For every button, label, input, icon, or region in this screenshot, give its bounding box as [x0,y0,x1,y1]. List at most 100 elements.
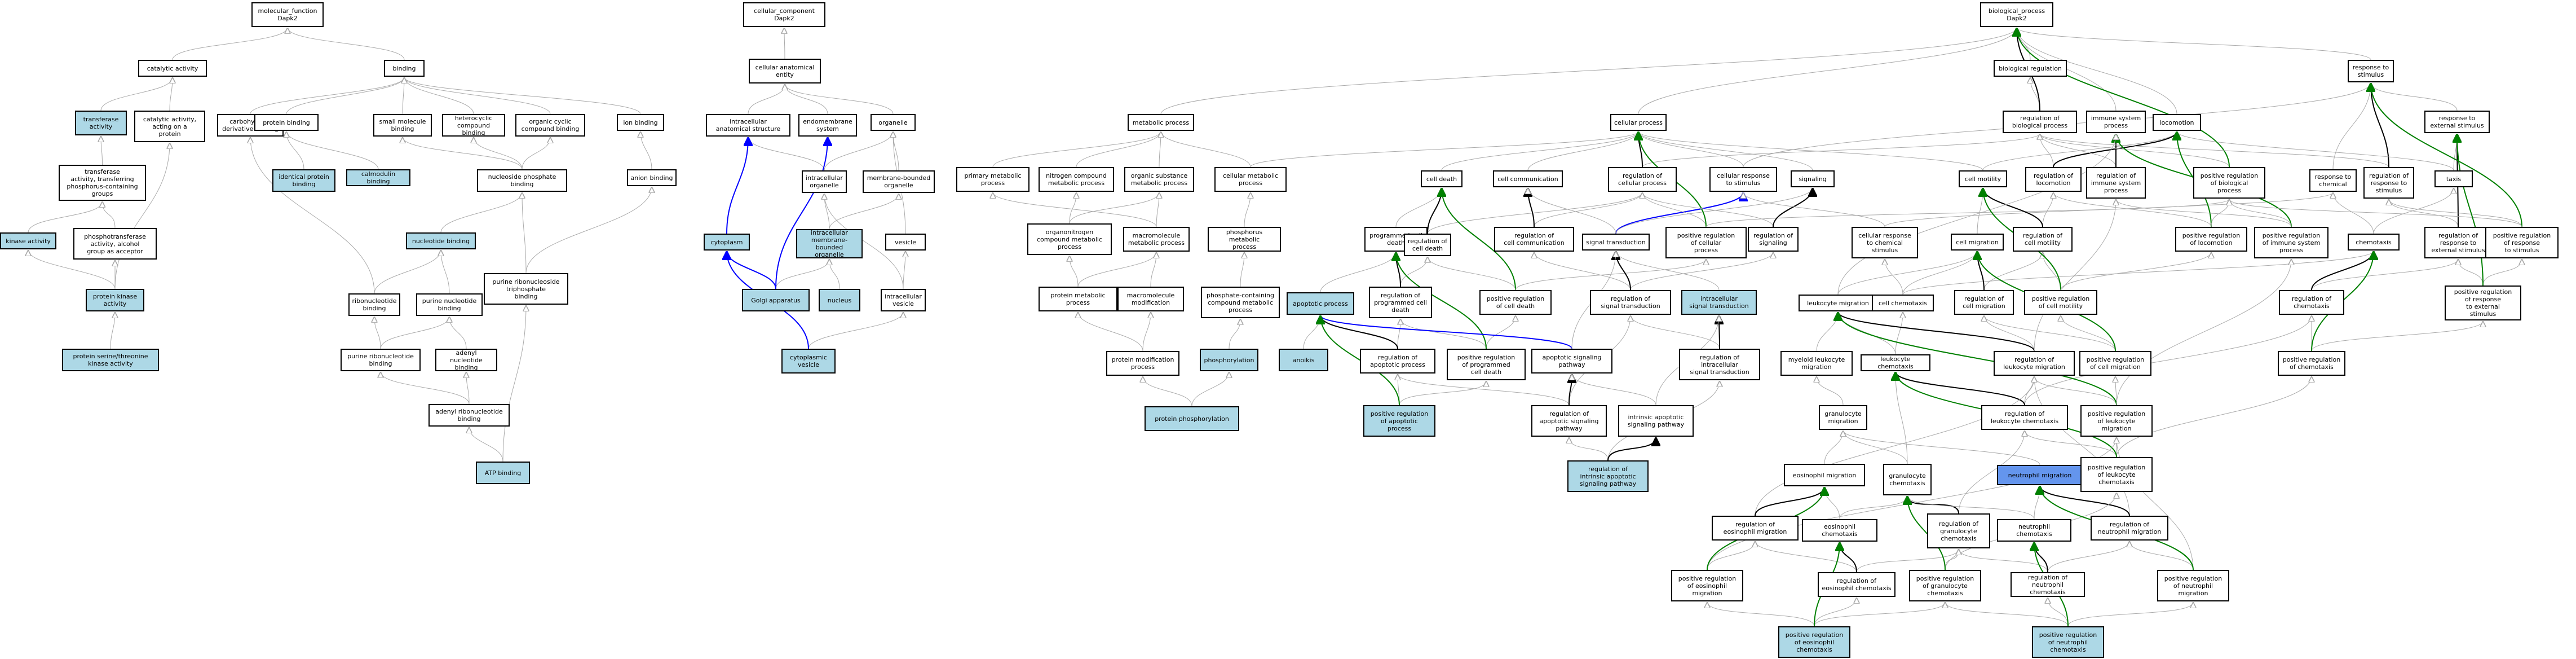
go-term-node-intrinsic[interactable]: intrinsic apoptotic signaling pathway [1618,405,1694,437]
go-term-node-chemotaxis[interactable]: chemotaxis [2348,234,2400,251]
go-term-node-neutmig[interactable]: neutrophil migration [1997,465,2083,485]
go-term-node-eosmig[interactable]: eosinophil migration [1784,464,1865,486]
go-term-node-posregeosmig[interactable]: positive regulation of eosinophil migrat… [1671,570,1743,601]
go-term-node-taxis[interactable]: taxis [2434,170,2473,187]
go-term-node-phosph[interactable]: phosphorylation [1200,349,1258,371]
go-term-node-regcomm[interactable]: regulation of cell communication [1494,227,1574,252]
go-term-node-myeloid[interactable]: myeloid leukocyte migration [1780,351,1853,376]
go-term-node-cellcomm[interactable]: cell communication [1493,170,1563,187]
go-term-node-ias[interactable]: intracellular anatomical structure [706,114,790,137]
go-term-node-phosphotrans[interactable]: phosphotransferase activity, alcohol gro… [73,228,157,260]
go-term-node-posregrespext[interactable]: positive regulation of response to exter… [2445,285,2521,320]
go-term-node-regleukchemo[interactable]: regulation of leukocyte chemotaxis [1981,405,2068,430]
go-term-node-granmig[interactable]: granulocyte migration [1819,405,1867,430]
go-term-node-posregeoschemo[interactable]: positive regulation of eosinophil chemot… [1778,626,1850,658]
go-term-node-reggranchemo[interactable]: regulation of granulocyte chemotaxis [1927,513,1990,548]
go-term-node-regleukmig[interactable]: regulation of leukocyte migration [1994,351,2075,376]
go-term-node-protmod[interactable]: protein modification process [1106,351,1179,376]
go-term-node-apopsig[interactable]: apoptotic signaling pathway [1531,349,1612,374]
go-term-node-posregpcd[interactable]: positive regulation of programmed cell d… [1447,349,1526,380]
go-term-node-reglocom[interactable]: regulation of locomotion [2025,167,2082,192]
go-term-node-posregcd[interactable]: positive regulation of cell death [1479,290,1552,315]
go-term-node-regpcd[interactable]: regulation of programmed cell death [1369,287,1432,318]
go-term-node-posregimm[interactable]: positive regulation of immune system pro… [2254,227,2328,258]
go-term-node-celldeath[interactable]: cell death [1421,170,1462,187]
go-term-node-nucphos[interactable]: nucleoside phosphate binding [477,169,567,192]
go-term-node-regneutmig[interactable]: regulation of neutrophil migration [2091,516,2168,541]
go-term-node-nucleus[interactable]: nucleus [819,289,860,311]
go-term-node-atp[interactable]: ATP binding [476,462,530,484]
go-term-node-nucbind[interactable]: nucleotide binding [406,232,476,249]
go-term-node-intrasig[interactable]: intracellular signal transduction [1681,290,1757,315]
go-term-node-intraves[interactable]: intracellular vesicle [881,289,926,311]
go-term-node-immsys[interactable]: immune system process [2086,111,2146,133]
go-term-node-regcd[interactable]: regulation of cell death [1404,234,1451,256]
go-term-node-primmet[interactable]: primary metabolic process [956,167,1029,192]
go-term-node-purnuc[interactable]: purine nucleotide binding [416,293,483,316]
go-term-node-phosmet[interactable]: phosphorus metabolic process [1208,227,1281,252]
go-term-node-intraorg[interactable]: intracellular organelle [802,170,847,193]
go-term-node-posregcellmig[interactable]: positive regulation of cell migration [2079,351,2151,376]
go-term-node-posreggranchemo[interactable]: positive regulation of granulocyte chemo… [1909,570,1981,601]
go-term-node-posregcell[interactable]: positive regulation of cellular process [1665,227,1747,258]
go-term-node-posregapop[interactable]: positive regulation of apoptotic process [1363,405,1435,437]
go-term-node-regcellmig[interactable]: regulation of cell migration [1954,290,2014,315]
go-term-node-protphos[interactable]: protein phosphorylation [1145,406,1239,431]
go-term-node-endomem[interactable]: endomembrane system [798,114,857,137]
go-term-node-regintrasig[interactable]: regulation of intracellular signal trans… [1679,349,1760,380]
go-term-node-cellproc[interactable]: cellular process [1610,114,1667,131]
go-term-node-catact[interactable]: catalytic activity [138,60,207,77]
go-term-node-metab[interactable]: metabolic process [1128,114,1194,131]
go-term-node-regchemo[interactable]: regulation of chemotaxis [2279,290,2344,315]
go-term-node-cellchemo[interactable]: cell chemotaxis [1872,295,1934,311]
go-term-node-protmet[interactable]: protein metabolic process [1039,287,1117,311]
go-term-node-regcellproc[interactable]: regulation of cellular process [1608,167,1677,192]
go-term-node-eoschemo[interactable]: eosinophil chemotaxis [1802,519,1877,542]
go-term-node-regeosmig[interactable]: regulation of eosinophil migration [1712,516,1799,541]
go-term-node-macromet[interactable]: macromolecule metabolic process [1123,227,1190,252]
go-term-node-imbo[interactable]: intracellular membrane-bounded organelle [796,229,863,258]
go-term-node-posregneutchemo[interactable]: positive regulation of neutrophil chemot… [2032,626,2104,658]
go-term-node-macromod[interactable]: macromolecule modification [1117,287,1184,311]
go-term-node-anion[interactable]: anion binding [627,169,677,186]
go-term-node-adenylribo[interactable]: adenyl ribonucleotide binding [428,404,510,427]
go-term-node-resp-ext[interactable]: response to external stimulus [2424,111,2490,133]
go-term-node-regresp[interactable]: regulation of response to stimulus [2363,167,2414,199]
go-term-node-posregcellmot[interactable]: positive regulation of cell motility [2024,290,2097,315]
go-term-node-cellmig[interactable]: cell migration [1951,234,2004,251]
go-term-node-mf[interactable]: molecular_function Dapk2 [251,2,324,27]
go-term-node-regrespext[interactable]: regulation of response to external stimu… [2424,227,2492,258]
go-term-node-nitmet[interactable]: nitrogen compound metabolic process [1039,167,1114,192]
go-term-node-identprot[interactable]: identical protein binding [272,169,335,192]
go-term-node-bioreg[interactable]: biological regulation [1994,60,2067,77]
go-term-node-regapop[interactable]: regulation of apoptotic process [1360,349,1435,374]
go-term-node-posregleukmig[interactable]: positive regulation of leukocyte migrati… [2080,405,2153,437]
go-term-node-sigtrans[interactable]: signal transduction [1582,234,1650,251]
go-term-node-adenylnuc[interactable]: adenyl nucleotide binding [435,349,497,371]
go-term-node-anoikis[interactable]: anoikis [1279,349,1328,371]
go-term-node-regapopsig[interactable]: regulation of apoptotic signaling pathwa… [1531,405,1607,437]
go-term-node-kinase[interactable]: kinase activity [0,232,56,249]
go-term-node-posregleukchemo[interactable]: positive regulation of leukocyte chemota… [2080,457,2153,492]
go-term-node-protkin[interactable]: protein kinase activity [86,289,144,311]
go-term-node-protbind[interactable]: protein binding [254,114,319,131]
go-term-node-cellresp[interactable]: cellular response to stimulus [1709,167,1777,192]
go-term-node-orgcyc[interactable]: organic cyclic compound binding [515,114,585,137]
go-term-node-transferase[interactable]: transferase activity [75,111,127,135]
go-term-node-cc[interactable]: cellular_component Dapk2 [743,2,825,27]
go-term-node-binding[interactable]: binding [384,60,425,77]
go-term-node-cytoplasm[interactable]: cytoplasm [704,234,750,251]
go-term-node-ribonuc[interactable]: ribonucleotide binding [348,293,400,316]
go-term-node-leukmig[interactable]: leukocyte migration [1799,295,1877,311]
go-term-node-transf-phos[interactable]: transferase activity, transferring phosp… [59,165,146,201]
go-term-node-cellmot[interactable]: cell motility [1959,170,2007,187]
go-term-node-cellrespchem[interactable]: cellular response to chemical stimulus [1852,227,1918,258]
go-term-node-regimm[interactable]: regulation of immune system process [2086,167,2146,199]
go-term-node-posregresp[interactable]: positive regulation of response to stimu… [2485,227,2559,258]
go-term-node-organelle[interactable]: organelle [871,114,916,131]
go-term-node-calmod[interactable]: calmodulin binding [346,169,410,186]
go-term-node-apoptotic[interactable]: apoptotic process [1287,292,1354,315]
go-term-node-respchem[interactable]: response to chemical [2309,169,2357,192]
go-term-node-regintrinsic[interactable]: regulation of intrinsic apoptotic signal… [1567,460,1649,492]
go-term-node-hetcyc[interactable]: heterocyclic compound binding [442,114,505,137]
